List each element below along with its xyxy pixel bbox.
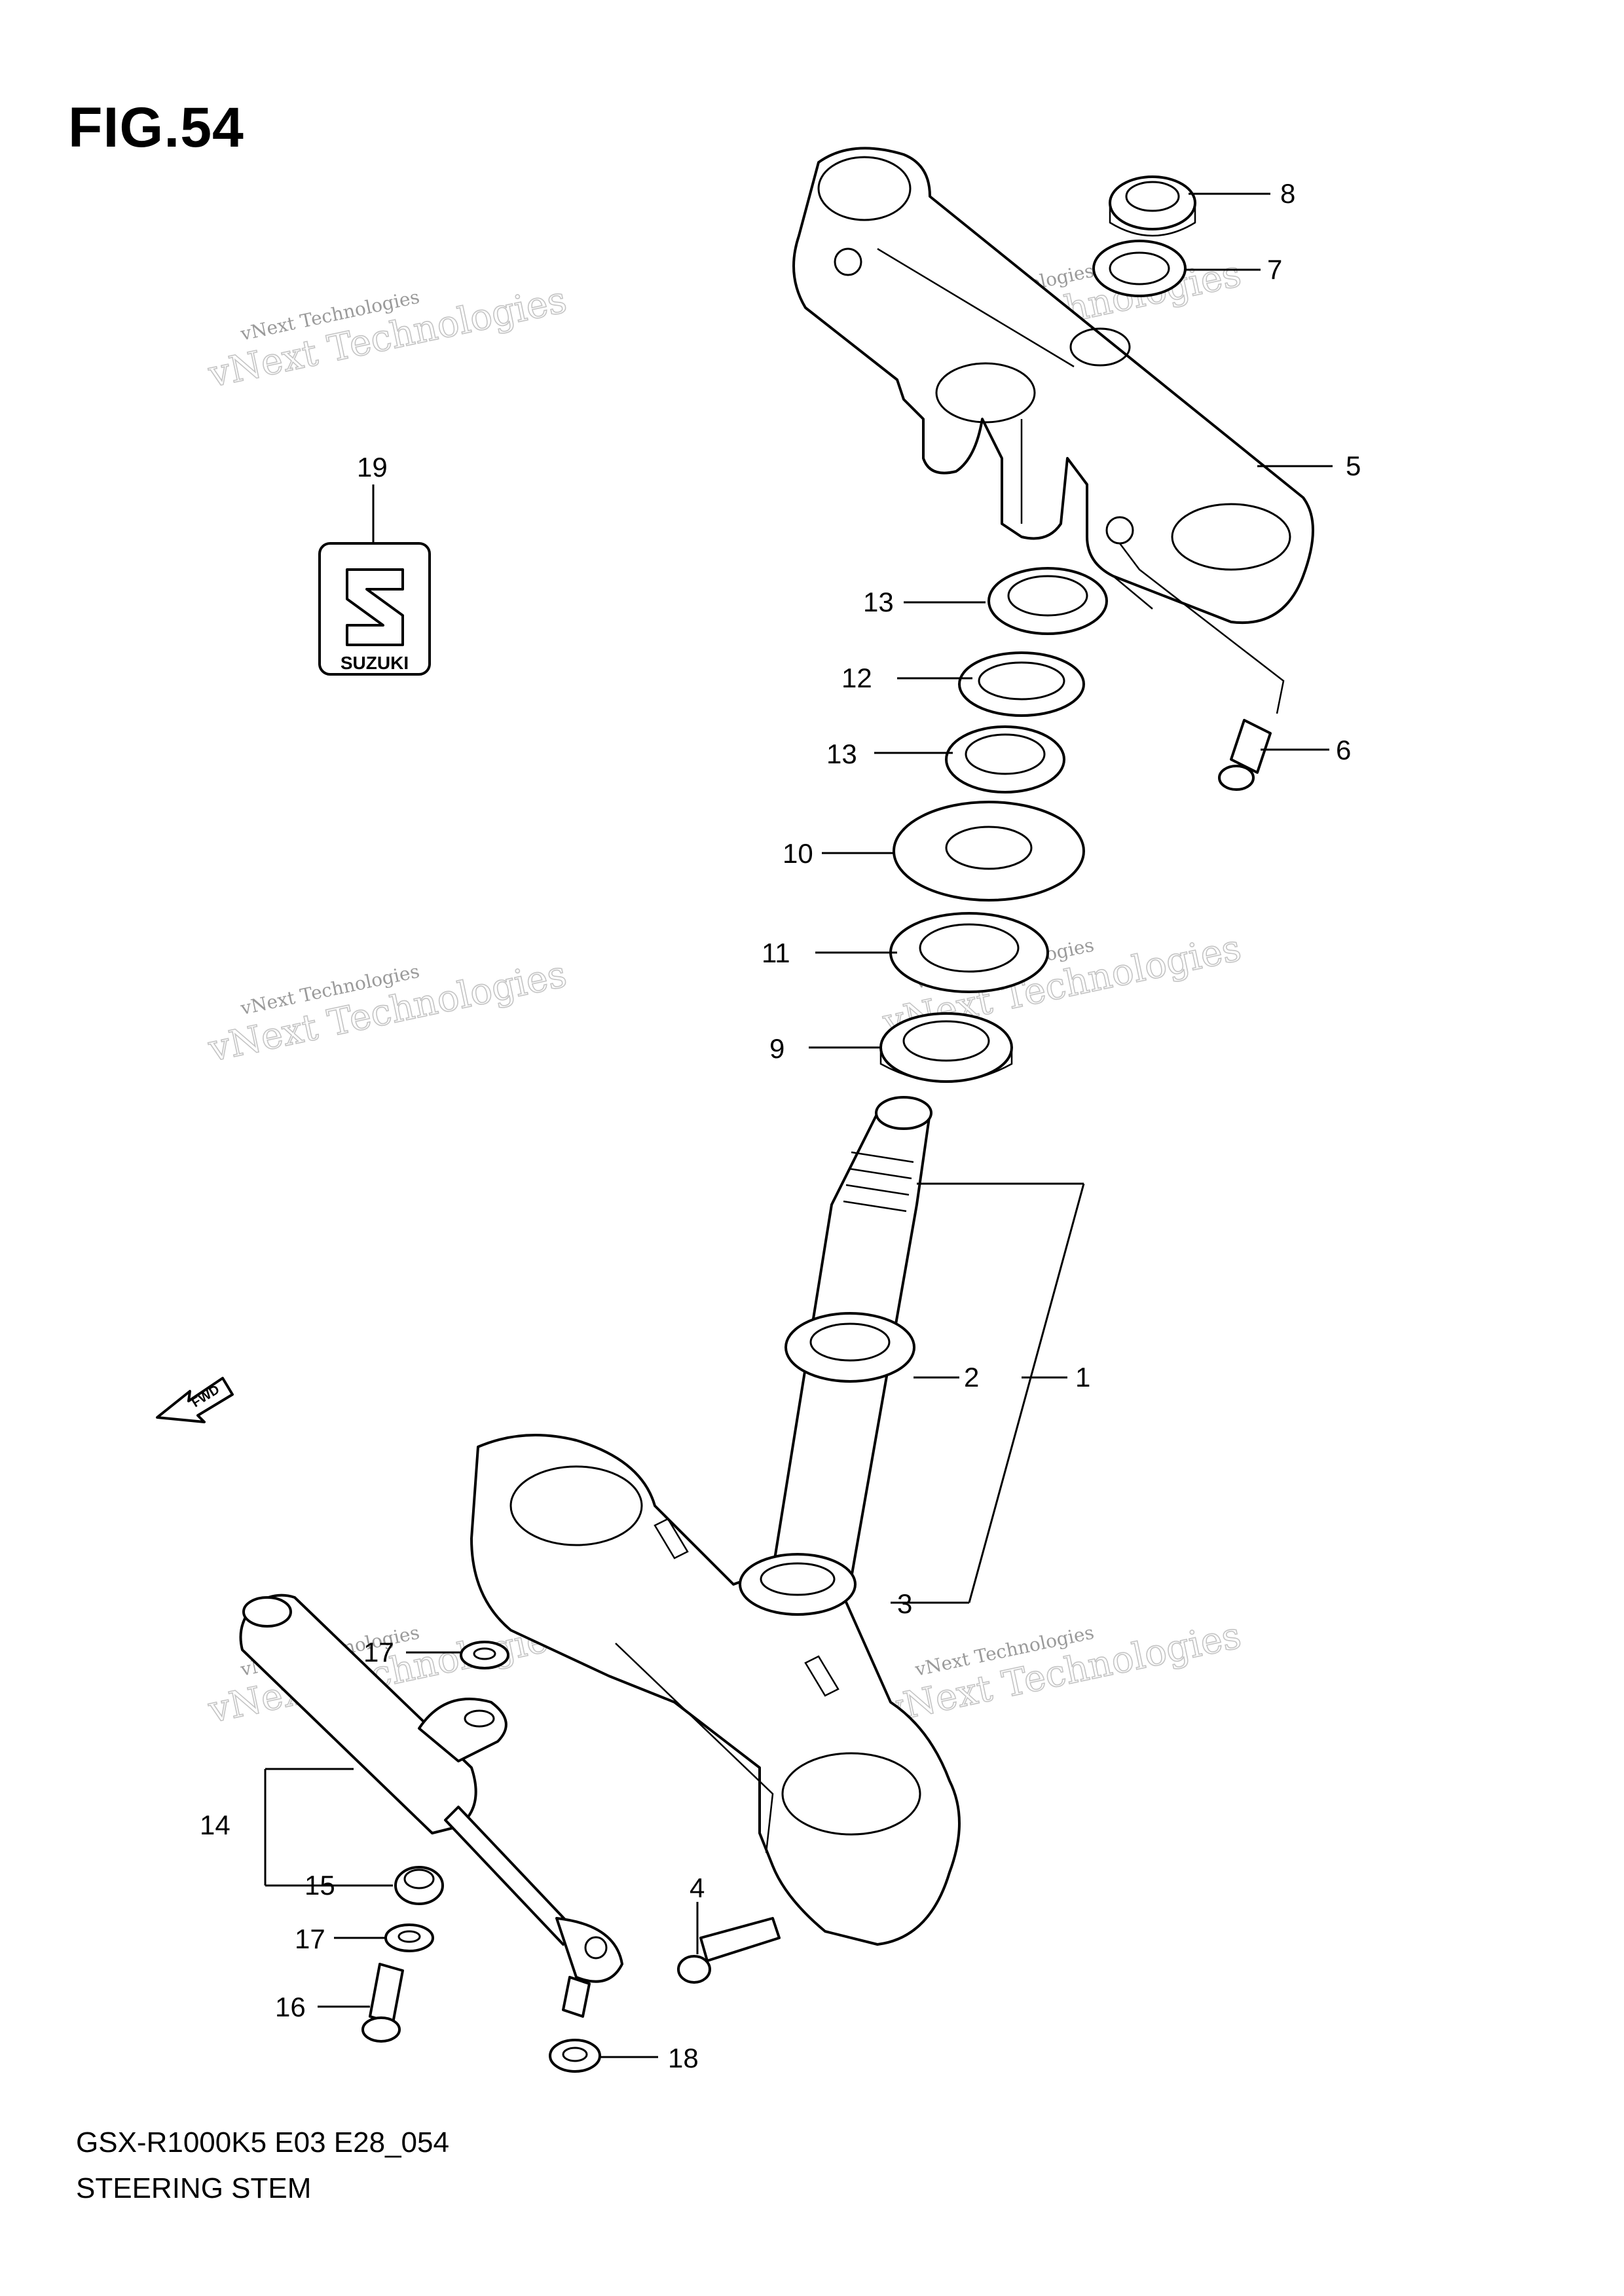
callout-4: 4 <box>690 1872 705 1903</box>
callout-1: 1 <box>1075 1362 1090 1393</box>
washer <box>1092 240 1187 297</box>
callout-6: 6 <box>1336 735 1351 765</box>
upper-bearing <box>879 1012 1013 1083</box>
callout-3: 3 <box>897 1588 912 1619</box>
callout-13-upper: 13 <box>863 587 894 617</box>
callout-16: 16 <box>275 1992 306 2022</box>
bearing-race <box>889 912 1049 993</box>
lock-nut-upper <box>987 567 1108 635</box>
damper-bolt <box>361 1963 404 2043</box>
callout-8: 8 <box>1280 178 1295 209</box>
callout-12: 12 <box>841 663 872 693</box>
callout-17-lower: 17 <box>295 1923 325 1954</box>
steering-damper <box>239 1594 623 2018</box>
clamp-bolt <box>1119 543 1285 791</box>
pinch-bolt <box>677 1917 781 1984</box>
damper-bush <box>394 1866 444 1905</box>
steering-stem-shaft <box>771 1096 932 1579</box>
callout-7: 7 <box>1267 254 1282 285</box>
lock-washer <box>958 651 1085 717</box>
suzuki-emblem: SUZUKI <box>318 542 431 676</box>
assembly-name: STEERING STEM <box>76 2172 312 2204</box>
emblem-brand-text: SUZUKI <box>341 653 409 673</box>
forward-direction-arrow: FWD <box>156 1377 234 1423</box>
lock-nut-lower <box>945 725 1065 793</box>
model-code: GSX-R1000K5 E03 E28_054 <box>76 2126 449 2159</box>
leader-lines <box>264 192 1333 2058</box>
dust-seal <box>893 801 1085 902</box>
callout-17-upper: 17 <box>363 1637 394 1667</box>
callout-15: 15 <box>304 1870 335 1901</box>
callout-9: 9 <box>769 1033 784 1064</box>
top-nut <box>1109 175 1196 237</box>
upper-bracket <box>792 147 1314 625</box>
callout-11: 11 <box>762 938 790 968</box>
callout-18: 18 <box>668 2043 699 2073</box>
callout-13-lower: 13 <box>826 738 857 769</box>
callout-19: 19 <box>357 452 388 483</box>
callout-14: 14 <box>200 1810 231 1840</box>
damper-washer-upper <box>460 1641 509 1669</box>
callout-10: 10 <box>783 838 813 869</box>
callout-5: 5 <box>1346 450 1361 481</box>
damper-nut <box>549 2039 601 2073</box>
figure-title: FIG.54 <box>68 96 244 159</box>
lower-bracket <box>470 1434 961 1946</box>
damper-washer-lower <box>384 1923 434 1952</box>
callout-numbers: 8 7 5 6 13 12 13 10 11 9 2 1 3 4 19 17 1… <box>200 178 1361 2073</box>
callout-2: 2 <box>964 1362 979 1393</box>
